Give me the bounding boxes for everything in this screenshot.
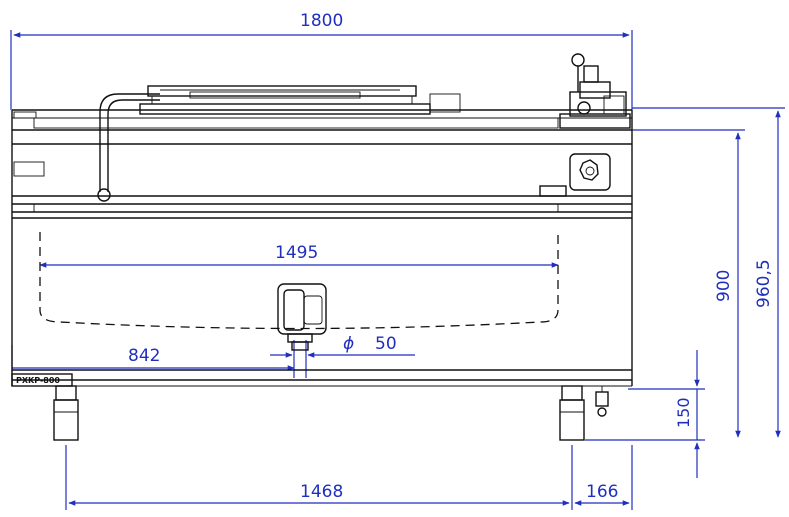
leg-spacing-label: 1468	[300, 482, 343, 502]
right-leg	[559, 385, 585, 441]
left-leg	[53, 385, 79, 441]
model-plate-label: PXKP-800	[16, 376, 60, 385]
diameter-symbol: ϕ	[343, 334, 354, 354]
model-plate: PXKP-800	[11, 373, 73, 387]
dimension-leg-height: 150	[585, 350, 705, 478]
dimension-drain-offset: 842	[11, 345, 295, 372]
drain-diameter-label: 50	[375, 334, 397, 354]
total-height-label: 960,5	[754, 259, 774, 308]
basin-width-label: 1495	[275, 243, 318, 263]
overall-width-label: 1800	[300, 11, 343, 31]
kettle-body	[11, 109, 633, 387]
body-height-label: 900	[714, 270, 734, 302]
drain-offset-label: 842	[128, 346, 160, 366]
water-connection	[595, 386, 609, 417]
lid-assembly	[97, 85, 461, 202]
dimension-body-height: 900	[632, 129, 745, 438]
dimension-leg-spacing: 1468 166	[65, 445, 633, 510]
basin-outline	[39, 232, 559, 330]
side-offset-label: 166	[586, 482, 618, 502]
dimension-total-height: 960,5	[632, 107, 785, 438]
dimension-basin-width: 1495	[39, 243, 559, 268]
dimension-overall-width: 1800	[10, 11, 633, 110]
drain-outlet	[277, 283, 327, 351]
valve-assembly	[559, 53, 631, 129]
dimension-drain-diameter: ϕ 50	[270, 334, 415, 378]
leg-height-label: 150	[674, 397, 693, 428]
tilt-control-knob	[569, 153, 611, 191]
